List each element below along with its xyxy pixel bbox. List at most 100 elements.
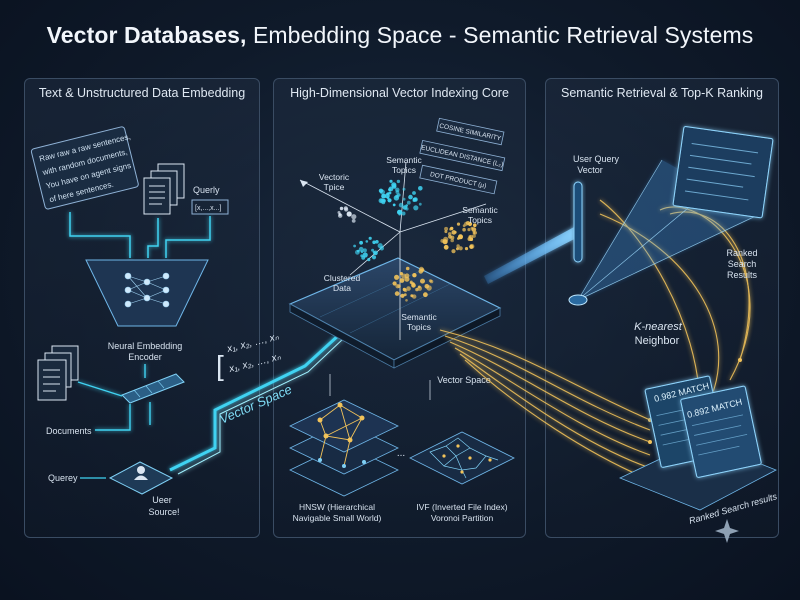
- cluster-point: [371, 248, 375, 252]
- cluster-point: [372, 240, 376, 245]
- cluster-point: [389, 179, 393, 183]
- cluster-point: [423, 292, 428, 298]
- user-source-label-1: Ueer: [152, 495, 172, 505]
- query-vector-box: [191, 199, 229, 215]
- cluster-point: [450, 226, 454, 231]
- cluster-point: [395, 284, 400, 289]
- cluster-point: [458, 234, 463, 240]
- cluster-point: [413, 205, 419, 211]
- cluster-point: [412, 197, 417, 202]
- match-card-2: [680, 385, 762, 478]
- cluster-clustered-label-1: Clustered: [324, 273, 361, 283]
- cluster-point: [379, 246, 384, 251]
- vector-index-platform: [288, 257, 502, 369]
- cluster-point: [360, 250, 364, 254]
- cluster-point: [418, 186, 423, 191]
- cluster-point: [391, 184, 397, 189]
- page-title: Vector Databases, Embedding Space - Sema…: [0, 22, 800, 49]
- hnsw-label-2: Navigable Small World): [293, 513, 382, 523]
- cluster-point: [351, 219, 356, 223]
- documents-stack-icon: [37, 345, 79, 401]
- text-note-card: [30, 126, 139, 210]
- cluster-point: [403, 293, 407, 297]
- document-stack-icon: [143, 163, 185, 215]
- ivf-label-2: Voronoi Partition: [431, 513, 494, 523]
- encoder-label-2: Encoder: [128, 352, 162, 362]
- user-source-label-2: Source!: [148, 507, 179, 517]
- cluster-point: [426, 285, 432, 291]
- user-query-label-2: Vector: [577, 165, 603, 175]
- cluster-clustered-label-2: Data: [333, 283, 351, 293]
- user-source-icon: [108, 461, 174, 495]
- cluster-point: [392, 203, 396, 207]
- metric-tags: COSINE SIMILARITY EUCLIDEAN DISTANCE (L₂…: [419, 117, 506, 195]
- cluster-point: [444, 230, 448, 234]
- cluster-point: [362, 252, 368, 258]
- cluster-point: [394, 274, 400, 280]
- cluster-point: [358, 246, 364, 252]
- user-query-vector-icon: [573, 181, 583, 263]
- ranked-results-label-3: Results: [727, 270, 758, 280]
- cluster-point: [405, 299, 408, 302]
- cluster-semantic-top-label-1: Semantic: [386, 155, 422, 165]
- cluster-point: [359, 240, 363, 245]
- cluster-point: [456, 247, 459, 251]
- cluster-point: [451, 230, 457, 235]
- cluster-point: [458, 246, 463, 251]
- cluster-point: [473, 223, 477, 227]
- cluster-semantic-bottom-label-2: Topics: [407, 322, 431, 332]
- cluster-point: [456, 244, 460, 248]
- cluster-point: [384, 193, 390, 199]
- cluster-point: [412, 191, 416, 195]
- cluster-semantic-top-points: [378, 179, 423, 216]
- cluster-point: [353, 244, 356, 248]
- cluster-point: [404, 288, 408, 293]
- cluster-point: [371, 255, 377, 260]
- ranked-results-label-2: Search: [728, 259, 757, 269]
- cluster-point: [467, 221, 473, 227]
- cluster-point: [378, 198, 384, 204]
- cluster-point: [402, 187, 406, 191]
- query-label-bottom: Querey: [48, 473, 78, 483]
- cluster-point: [381, 193, 386, 199]
- cluster-point: [451, 249, 456, 254]
- cluster-point: [418, 202, 422, 206]
- vector-row-1: x₁, x₂, …, xₙ: [225, 331, 281, 355]
- cluster-point: [420, 268, 425, 272]
- cluster-vectoric-label-2: Tpice: [324, 182, 345, 192]
- cluster-point: [405, 266, 410, 271]
- cluster-point: [456, 222, 461, 226]
- cluster-point: [368, 236, 372, 240]
- cluster-point: [400, 293, 405, 298]
- ranked-results-panel: [672, 126, 774, 219]
- cluster-semantic-right-label-2: Topics: [468, 215, 492, 225]
- cluster-point: [338, 213, 343, 218]
- cluster-vectoric-points: [337, 206, 357, 223]
- cluster-point: [417, 286, 422, 291]
- cluster-point: [464, 221, 469, 226]
- vector-row-2: x₁, x₂, …, xₙ: [227, 351, 283, 375]
- cluster-point: [399, 272, 403, 276]
- cluster-point: [360, 254, 364, 258]
- cluster-semantic-top-label-2: Topics: [392, 165, 416, 175]
- cluster-point: [396, 179, 401, 184]
- cluster-point: [387, 198, 392, 203]
- cluster-point: [420, 278, 425, 284]
- user-query-label-1: User Query: [573, 154, 620, 164]
- cluster-point: [404, 276, 410, 282]
- neural-network-icon: [124, 272, 170, 308]
- cluster-point: [388, 188, 391, 192]
- cluster-point: [462, 227, 466, 232]
- cluster-point: [464, 247, 469, 251]
- cluster-semantic-right-points: [440, 221, 478, 254]
- cluster-point: [412, 273, 417, 278]
- cluster-point: [408, 194, 413, 200]
- cluster-point: [473, 231, 478, 235]
- panel-title-retrieval: Semantic Retrieval & Top-K Ranking: [561, 86, 763, 100]
- query-focus-point: [568, 294, 588, 306]
- vector-space-pipeline: [169, 332, 345, 475]
- cluster-semantic-bottom-label-1: Semantic: [401, 312, 437, 322]
- cluster-point: [398, 212, 402, 216]
- cluster-point: [402, 197, 406, 201]
- cluster-point: [429, 279, 434, 284]
